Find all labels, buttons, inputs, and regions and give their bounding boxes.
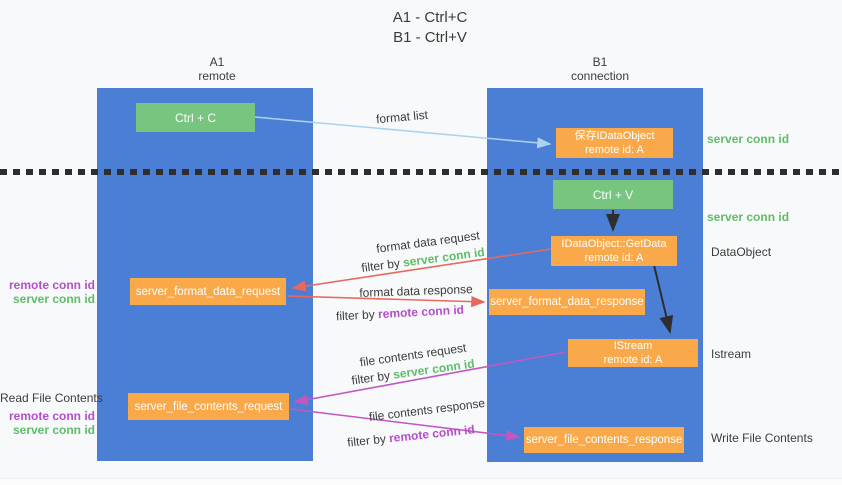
label-format-list: format list [375,108,428,126]
left-labels-bottom: Read File Contents remote conn id server… [0,391,103,437]
node-server-file-contents-response: server_file_contents_response [524,427,684,453]
node-ctrl-v: Ctrl + V [553,180,673,209]
node-istream: IStream remote id: A [568,339,698,367]
label-file-contents-response-text: file contents response [368,395,486,425]
node-idataobject-getdata: IDataObject::GetData remote id: A [551,236,677,266]
lane-header-a1: A1 remote [198,55,235,83]
node-format-request-label: server_format_data_request [135,285,281,298]
dashed-divider [0,169,842,175]
label-remote-conn-id-left-1: remote conn id [8,278,95,292]
label-server-conn-id-left-1: server conn id [12,292,95,306]
lane-b1-subtitle: connection [570,69,630,83]
node-getdata-line1: IDataObject::GetData [561,238,667,250]
node-istream-line2: remote id: A [603,354,663,366]
node-format-response-label: server_format_data_response [490,296,644,308]
filter-by-text: filter by [360,255,405,276]
label-file-contents-response: file contents response [368,396,486,424]
node-ctrl-v-label: Ctrl + V [592,187,634,202]
node-file-request-label: server_file_contents_request [134,400,283,413]
label-write-file-contents: Write File Contents [711,431,813,445]
node-ctrl-c: Ctrl + C [136,103,255,132]
label-dataobject: DataObject [711,245,772,259]
label-read-file-contents: Read File Contents [0,391,103,405]
node-getdata-line2: remote id: A [584,252,644,264]
label-filter-by-remote-conn-id-2: filter by remote conn id [347,422,476,449]
diagram-title: A1 - Ctrl+C B1 - Ctrl+V [393,8,468,48]
label-server-conn-id-mid-right: server conn id [707,210,790,224]
label-format-data-response-text: format data response [359,282,473,300]
label-server-conn-id-left-2: server conn id [12,423,95,437]
label-format-data-response: format data response [359,282,473,300]
title-line-2: B1 - Ctrl+V [393,29,467,46]
lane-a1-title: A1 [209,55,225,69]
filter-by-text: filter by [350,367,395,388]
node-server-format-data-response: server_format_data_response [489,289,645,315]
label-filter-by-remote-conn-id-1: filter by remote conn id [336,303,465,324]
label-server-conn-id-top-right: server conn id [707,132,790,146]
label-format-list-text: format list [375,107,429,127]
node-istream-line1: IStream [613,340,653,352]
left-conn-ids-middle: remote conn id server conn id [0,278,95,306]
lane-header-b1: B1 connection [571,55,629,83]
label-remote-conn-id-left-2: remote conn id [8,409,95,423]
remote-conn-id-text: remote conn id [377,302,465,322]
title-line-1: A1 - Ctrl+C [392,9,468,26]
node-save-idataobject-line1: 保存IDataObject [574,130,655,142]
remote-conn-id-text: remote conn id [388,422,476,446]
node-save-idataobject-line2: remote id: A [585,144,644,156]
bottom-edge-strip [0,478,842,485]
filter-by-text: filter by [346,431,390,450]
label-istream: Istream [711,347,752,361]
node-ctrl-c-label: Ctrl + C [174,110,216,125]
node-server-file-contents-request: server_file_contents_request [128,393,289,420]
lane-b1-title: B1 [592,55,608,69]
node-file-response-label: server_file_contents_response [525,434,683,446]
node-save-idataobject: 保存IDataObject remote id: A [556,128,673,158]
lane-a1-subtitle: remote [198,69,236,83]
node-server-format-data-request: server_format_data_request [130,278,286,305]
filter-by-text: filter by [335,307,379,324]
